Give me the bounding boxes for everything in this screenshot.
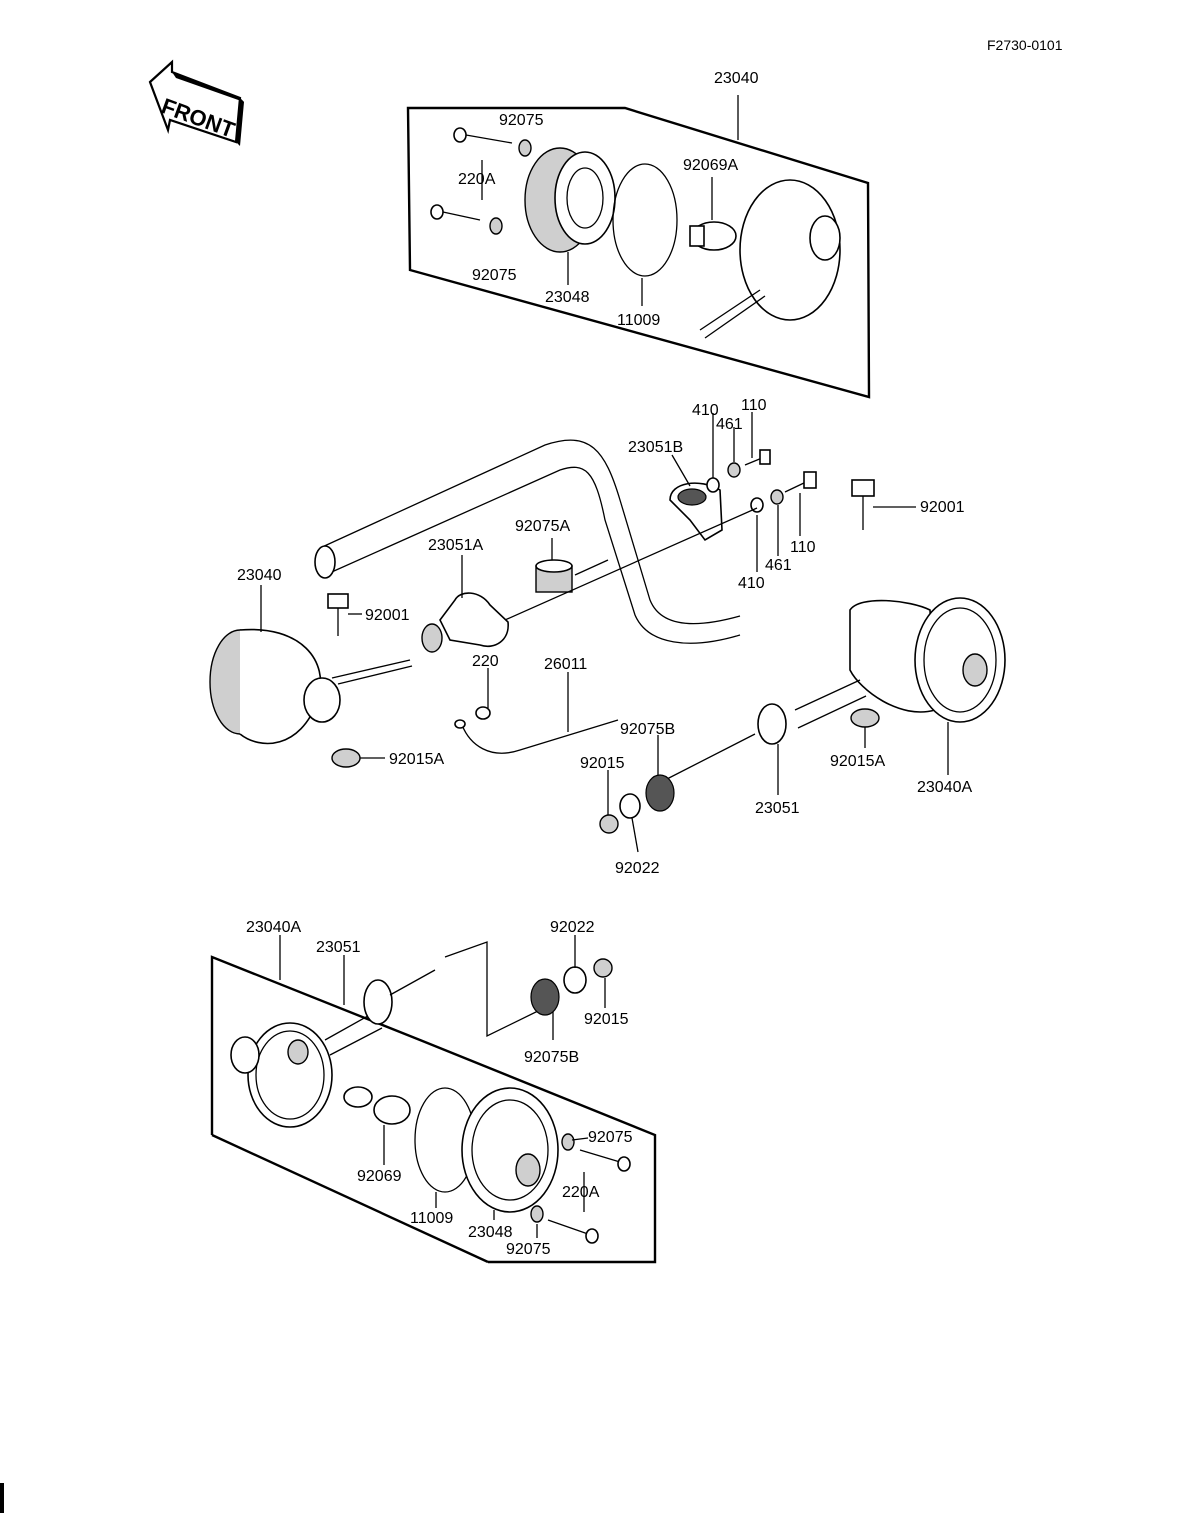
washer-92075-bottom-lower (530, 1205, 544, 1223)
bolt-92001-left (327, 593, 349, 636)
collar-92075A (535, 559, 573, 593)
signal-23040-left (209, 628, 413, 745)
gasket-11009 (612, 163, 678, 277)
label-92015-middle: 92015 (580, 755, 625, 772)
lead-26011 (461, 719, 619, 754)
bracket-23051A (421, 592, 509, 653)
base-23040A (230, 1022, 333, 1128)
washer-410-upper (706, 477, 720, 493)
bolt-110-upper (744, 449, 771, 466)
screw-220A-upper (453, 127, 513, 144)
label-461-upper: 461 (716, 416, 743, 433)
label-23040-top: 23040 (714, 70, 759, 87)
label-92001-right: 92001 (920, 499, 965, 516)
label-110-lower: 110 (790, 539, 816, 556)
label-11009-top: 11009 (617, 312, 660, 329)
label-461-lower: 461 (765, 557, 792, 574)
bolt-110-lower (784, 471, 817, 493)
label-110-upper: 110 (741, 397, 767, 414)
lockwasher-461-upper (727, 462, 741, 478)
label-23048-top: 23048 (545, 289, 590, 306)
label-23051-middle: 23051 (755, 800, 800, 817)
label-23040A-bottom: 23040A (246, 919, 301, 936)
nut-92015-bottom (593, 958, 613, 978)
front-arrow-icon: FRONT (148, 59, 244, 146)
signal-23040A-right (849, 597, 1006, 723)
label-92022-bottom: 92022 (550, 919, 595, 936)
nut-92015A-right (850, 708, 880, 728)
bottom-assembly-frame (210, 955, 657, 1264)
washer-92022-bottom (563, 966, 587, 994)
top-assembly: 23040 92075 220A 92075 23048 11009 92069… (406, 70, 871, 399)
label-92075B-bottom: 92075B (524, 1049, 579, 1066)
label-410-upper: 410 (692, 402, 719, 419)
nut-92015A-left (331, 748, 361, 768)
label-220A-bottom: 220A (562, 1184, 600, 1201)
washer-410-lower (750, 497, 764, 513)
screw-220 (475, 706, 491, 720)
label-92069-bottom: 92069 (357, 1168, 402, 1185)
top-assembly-frame (406, 106, 871, 399)
handlebar-end (314, 545, 336, 579)
label-23040A-middle: 23040A (917, 779, 972, 796)
label-11009-bottom: 11009 (410, 1210, 453, 1227)
label-92001-left: 92001 (365, 607, 410, 624)
scan-edge-mark (0, 1483, 4, 1513)
label-92075A: 92075A (515, 518, 570, 535)
label-23051-bottom: 23051 (316, 939, 361, 956)
label-23051A: 23051A (428, 537, 483, 554)
label-92075-top-lower: 92075 (472, 267, 517, 284)
stem-23051-bottom (324, 969, 436, 1056)
label-92075-top-upper: 92075 (499, 112, 544, 129)
middle-assembly: 410 461 110 23051B 92001 92075A 110 461 … (209, 397, 1006, 877)
label-23051B: 23051B (628, 439, 683, 456)
nut-92015 (599, 814, 619, 834)
washer-92075-upper (518, 139, 532, 157)
screw-220A-bottom-lower (547, 1219, 599, 1244)
screw-220A-lower (430, 204, 481, 221)
label-220A-top: 220A (458, 171, 496, 188)
label-26011: 26011 (544, 656, 587, 673)
screw-220A-bottom-upper (579, 1149, 631, 1172)
lens-23048-bottom (414, 1087, 559, 1213)
label-220: 220 (472, 653, 499, 670)
label-92075-bottom-lower: 92075 (506, 1241, 551, 1258)
lens-23048 (524, 147, 616, 253)
label-92015A-right: 92015A (830, 753, 885, 770)
label-92015-bottom: 92015 (584, 1011, 629, 1028)
bulb-92069A (689, 221, 737, 251)
bracket-23051B (669, 482, 723, 542)
label-23040-middle: 23040 (237, 567, 282, 584)
label-92075-bottom-upper: 92075 (588, 1129, 633, 1146)
bolt-92001-right (851, 479, 875, 530)
bottom-assembly: 23040A 23051 92022 92015 92075B 92075 22… (210, 919, 657, 1264)
label-410-lower: 410 (738, 575, 765, 592)
grommet-92075B (645, 774, 675, 812)
label-92075B-middle: 92075B (620, 721, 675, 738)
stem-23051 (664, 679, 867, 781)
label-92015A-left: 92015A (389, 751, 444, 768)
label-92069A-top: 92069A (683, 157, 738, 174)
diagram-code: F2730-0101 (987, 37, 1063, 53)
label-92022-middle: 92022 (615, 860, 660, 877)
washer-92075-bottom-upper (561, 1133, 575, 1151)
label-23048-bottom: 23048 (468, 1224, 513, 1241)
lockwasher-461-lower (770, 489, 784, 505)
washer-92075-lower (489, 217, 503, 235)
bulb-92069 (343, 1086, 411, 1125)
washer-92022 (619, 793, 641, 819)
housing-23040 (699, 179, 841, 339)
grommet-92075B-bottom (530, 978, 560, 1016)
